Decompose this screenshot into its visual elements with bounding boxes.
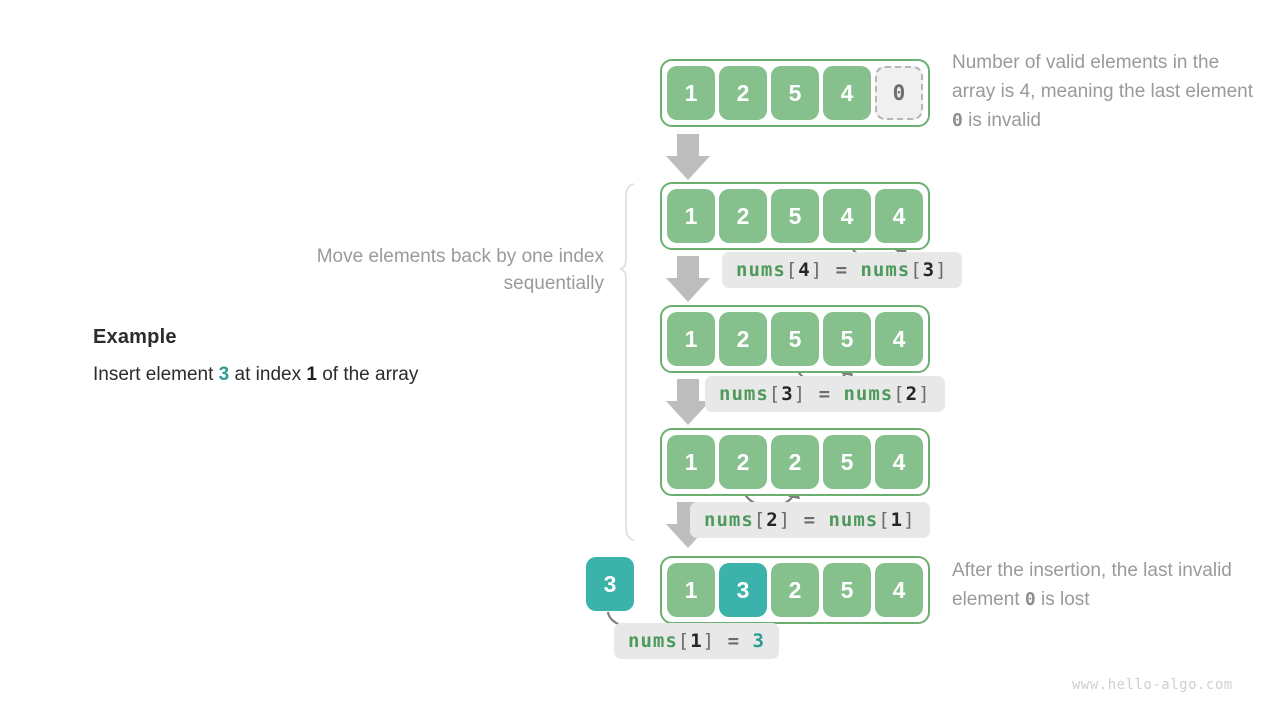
array-cell: 2 — [719, 66, 767, 120]
array-cell: 2 — [719, 189, 767, 243]
note-bottom-text-a: After the insertion, the last invalid el… — [952, 560, 1232, 610]
code-rhs-bracket-open: [ — [893, 383, 906, 405]
note-top-text-b: is invalid — [962, 110, 1041, 131]
code-equals: = — [791, 509, 829, 531]
code-rhs-array-name: nums — [828, 509, 879, 531]
code-bracket-open: [ — [677, 630, 691, 652]
code-bracket-close: ] — [702, 630, 716, 652]
note-bottom-zero: 0 — [1024, 589, 1036, 610]
code-index: 2 — [766, 509, 779, 531]
array-cell: 5 — [823, 312, 871, 366]
example-title: Example — [93, 326, 177, 348]
down-arrow-2 — [666, 256, 710, 302]
array-cell: 5 — [771, 66, 819, 120]
example-block: Example Insert element 3 at index 1 of t… — [93, 326, 563, 386]
code-rhs-array-name: nums — [843, 383, 894, 405]
array-cell: 1 — [667, 189, 715, 243]
code-rhs-index: 1 — [890, 509, 904, 531]
array-cell: 5 — [823, 435, 871, 489]
watermark: www.hello-algo.com — [1072, 677, 1233, 693]
array-cell: 0 — [875, 66, 923, 120]
note-bottom-text-b: is lost — [1035, 589, 1090, 610]
array-cell: 1 — [667, 66, 715, 120]
code-rhs-bracket-close: ] — [918, 383, 931, 405]
note-top-zero: 0 — [952, 110, 963, 131]
code-equals: = — [823, 259, 861, 281]
grouping-brace — [619, 183, 635, 541]
example-desc-value: 3 — [218, 364, 230, 385]
example-desc-suffix: of the array — [316, 364, 419, 385]
example-desc-middle: at index — [229, 364, 307, 385]
example-description: Insert element 3 at index 1 of the array — [93, 364, 563, 386]
note-top-text-a: Number of valid elements in the array is… — [952, 52, 1253, 102]
down-arrow-3 — [666, 379, 710, 425]
down-arrow-1 — [666, 134, 710, 180]
code-rhs-index: 3 — [922, 259, 936, 281]
move-elements-caption: Move elements back by one index sequenti… — [316, 246, 604, 294]
array-cell: 1 — [667, 312, 715, 366]
code-label-step-1: nums[4] = nums[3] — [722, 252, 962, 288]
example-desc-index: 1 — [306, 364, 317, 385]
code-rhs-bracket-open: [ — [910, 259, 923, 281]
array-cell: 2 — [719, 312, 767, 366]
code-array-name: nums — [736, 259, 786, 281]
code-index: 1 — [690, 630, 703, 652]
code-bracket-close: ] — [810, 259, 824, 281]
array-cell: 2 — [771, 563, 819, 617]
code-array-name: nums — [704, 509, 754, 531]
code-index: 4 — [798, 259, 811, 281]
array-cell: 2 — [719, 435, 767, 489]
array-cell: 3 — [719, 563, 767, 617]
array-cell: 4 — [875, 189, 923, 243]
array-cell: 1 — [667, 563, 715, 617]
code-rhs-bracket-open: [ — [878, 509, 891, 531]
code-bracket-open: [ — [753, 509, 767, 531]
array-cell: 4 — [823, 189, 871, 243]
code-rhs-array-name: nums — [860, 259, 911, 281]
array-cell: 4 — [875, 312, 923, 366]
insert-value-box: 3 — [586, 557, 634, 611]
code-equals: = — [806, 383, 844, 405]
code-index: 3 — [781, 383, 794, 405]
array-cell: 4 — [823, 66, 871, 120]
array-cell: 1 — [667, 435, 715, 489]
code-array-name: nums — [719, 383, 769, 405]
code-label-step-2: nums[3] = nums[2] — [705, 376, 945, 412]
code-rhs-bracket-close: ] — [903, 509, 916, 531]
code-bracket-open: [ — [785, 259, 799, 281]
code-equals: = — [715, 630, 753, 652]
code-label-insert: nums[1] = 3 — [614, 623, 779, 659]
array-cell: 4 — [875, 435, 923, 489]
code-rhs-index: 2 — [905, 383, 919, 405]
array-cell: 5 — [771, 312, 819, 366]
code-label-step-3: nums[2] = nums[1] — [690, 502, 930, 538]
code-bracket-close: ] — [793, 383, 807, 405]
code-bracket-close: ] — [778, 509, 792, 531]
note-top: Number of valid elements in the array is… — [952, 48, 1262, 135]
code-bracket-open: [ — [768, 383, 782, 405]
array-cell: 2 — [771, 435, 819, 489]
code-rhs-bracket-close: ] — [935, 259, 948, 281]
array-cell: 5 — [771, 189, 819, 243]
example-desc-prefix: Insert element — [93, 364, 219, 385]
array-cell: 4 — [875, 563, 923, 617]
note-bottom: After the insertion, the last invalid el… — [952, 556, 1262, 614]
array-cell: 5 — [823, 563, 871, 617]
code-rhs-value: 3 — [752, 630, 765, 652]
code-array-name: nums — [628, 630, 678, 652]
